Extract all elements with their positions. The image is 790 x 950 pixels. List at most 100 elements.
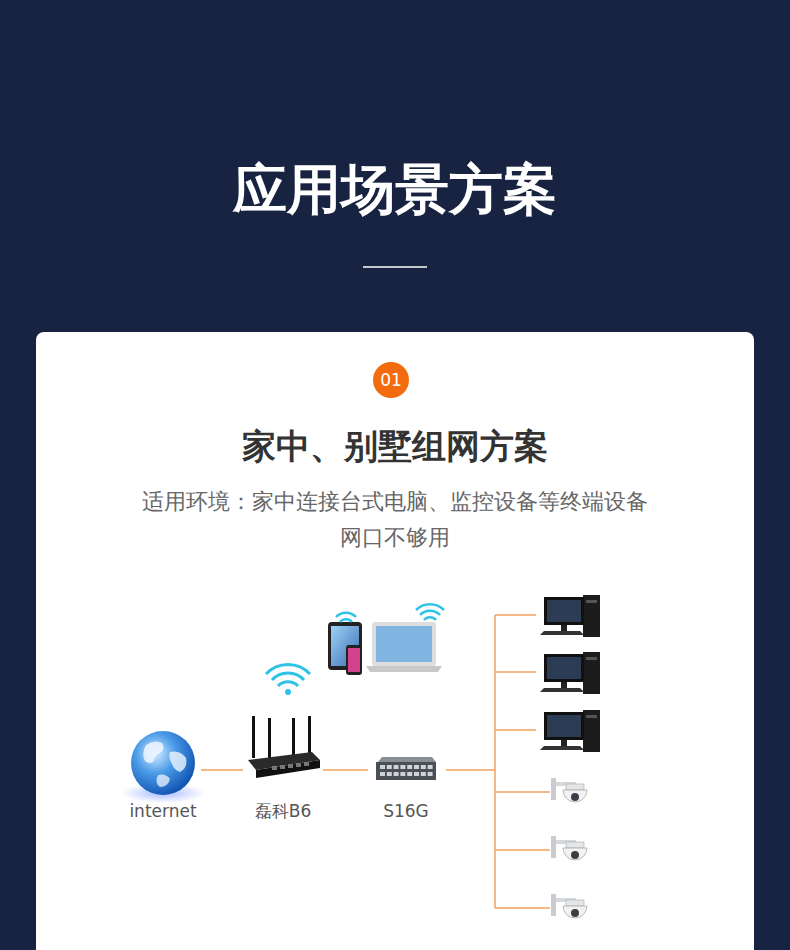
wireless-devices [420,611,440,615]
wireless-devices [340,619,352,622]
desktop-pc-icon [547,600,581,622]
desktop-pc-icon [586,657,597,660]
page-title: 应用场景方案 [0,155,790,225]
device-node: S16G [368,752,444,821]
device-label: S16G [383,801,429,821]
globe-icon [121,731,205,803]
switch-icon [421,772,426,776]
globe-icon [143,741,163,763]
desktop-pc-icon [583,652,600,694]
globe-icon [156,775,170,788]
router-icon [288,764,293,768]
router-icon [280,765,285,769]
camera-icon [566,784,584,790]
switch-icon [394,772,399,776]
terminal-devices [495,595,600,918]
router-icon [268,718,271,758]
camera-icon [495,849,550,851]
switch-icon [414,772,419,776]
bus-lines [494,615,496,908]
switch-icon [394,765,399,769]
camera-icon [563,848,587,860]
switch-icon [378,757,436,762]
desktop-pc-icon [547,657,581,679]
camera-icon [551,894,556,916]
switch-icon [414,765,419,769]
desktop-pc-icon [544,654,584,682]
wireless-devices [366,666,442,672]
desktop-pc-icon [495,710,600,752]
camera-icon [495,836,587,860]
camera-icon [495,894,587,918]
globe-icon [131,731,195,795]
device-node: internet [125,728,201,821]
camera-icon [551,778,556,800]
switch-icon [376,762,436,780]
router-icon [252,716,255,758]
title-rule [363,266,427,268]
desktop-pc-icon [544,597,584,625]
camera-icon [495,907,550,909]
wireless-devices [424,617,436,620]
wireless-devices [376,626,432,662]
card-panel: 家中、别墅组网方案适用环境：家中连接台式电脑、监控设备等终端设备网口不够用 01 i… [36,332,754,950]
router-icon [285,689,291,695]
wireless-devices [328,604,444,675]
desktop-pc-icon [586,600,597,603]
switch-icon [407,765,412,769]
desktop-pc-icon [561,740,567,747]
router-icon [278,682,298,686]
desktop-pc-icon [586,715,597,718]
globe-icon [169,752,186,772]
desktop-pc-icon [561,625,567,632]
desktop-pc-icon [495,671,536,673]
router-icon [248,664,320,778]
switch-icon [407,772,412,776]
desktop-pc-icon [583,710,600,752]
switch-icon [387,772,392,776]
router-icon [292,718,295,758]
scenario-description: 适用环境：家中连接台式电脑、监控设备等终端设备网口不够用 [135,484,655,556]
router-icon [296,763,301,767]
wireless-devices [372,622,436,666]
router-icon [272,673,304,680]
desktop-pc-icon [544,712,584,740]
switch-icon [380,765,385,769]
router-icon [272,766,277,770]
network-cable [201,769,243,771]
router-icon [304,762,309,766]
card-panel [36,332,754,950]
switch-icon [376,757,436,780]
desktop-pc-icon [540,688,584,692]
camera-icon [563,906,587,918]
switch-icon [380,772,385,776]
switch-icon [428,765,433,769]
switch-icon [380,765,433,776]
desktop-pc-icon [583,595,600,637]
router-icon [266,664,310,674]
wireless-devices [416,604,444,610]
camera-icon [563,790,587,802]
device-label: 磊科B6 [255,801,311,821]
desktop-pc-icon [495,652,600,694]
switch-icon [387,765,392,769]
device-node: 磊科B6 [243,712,323,821]
step-number: 01 [380,370,402,390]
device-label: internet [129,801,196,821]
wireless-devices [346,645,362,675]
desktop-pc-icon [547,715,581,737]
desktop-pc-icon [540,746,584,750]
camera-icon [551,836,556,858]
desktop-pc-icon [495,595,600,637]
scenario-heading: 家中、别墅组网方案 [36,424,754,468]
camera-icon [495,778,587,802]
network-cable [323,769,368,771]
camera-icon [571,793,579,801]
wireless-devices [348,648,360,672]
desktop-pc-icon [540,631,584,635]
camera-icon [566,900,584,906]
switch-icon [428,772,433,776]
desktop-pc-icon [561,682,567,689]
switch-icon [400,772,405,776]
camera-icon [566,842,584,848]
